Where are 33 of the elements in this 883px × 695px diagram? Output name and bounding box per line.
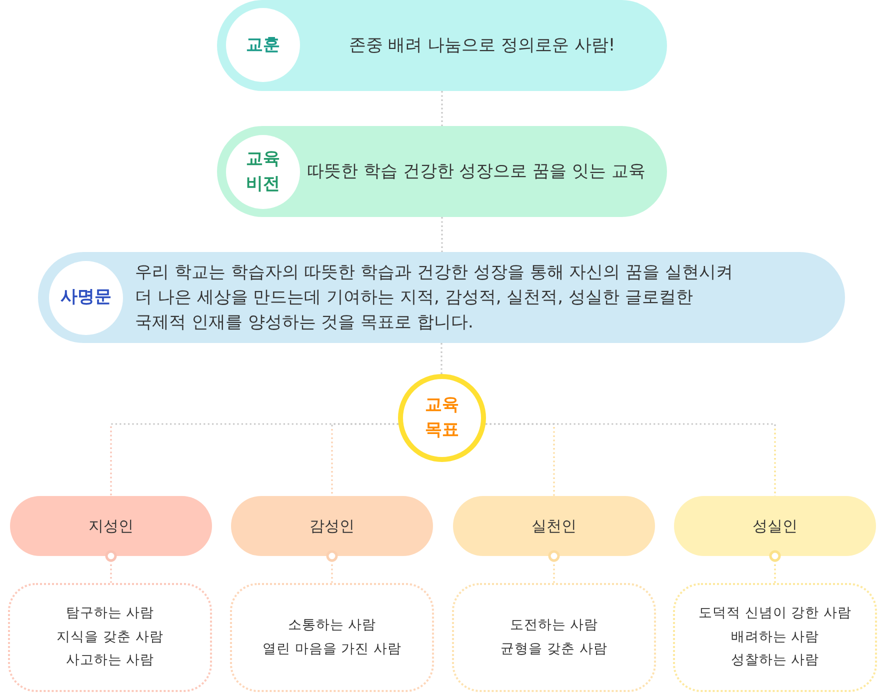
connector-line [331, 423, 398, 496]
heading-circle [226, 8, 300, 82]
trait-text: 성찰하는 사람 [730, 651, 820, 670]
heading-label: 교육 비전 [245, 148, 281, 196]
connector-line [441, 217, 443, 252]
trait-text: 탐구하는 사람 [66, 604, 154, 624]
category-label: 감성인 [310, 516, 354, 536]
trait-text: 균형을 갖춘 사람 [500, 640, 608, 658]
heading-label: 교훈 [246, 34, 280, 56]
connector-line [486, 423, 776, 496]
connector-line [769, 550, 781, 583]
category-label: 성실인 [752, 516, 798, 536]
connector-line [548, 550, 560, 583]
trait-text: 소통하는 사람 [288, 616, 376, 635]
trait-text: 열린 마음을 가진 사람 [262, 640, 402, 658]
goal-label: 교육 목표 [424, 394, 460, 442]
connector-line [441, 91, 443, 126]
connector-line [440, 343, 442, 374]
heading-label: 사명문 [60, 286, 112, 309]
category-label: 지성인 [88, 516, 134, 536]
trait-text: 도전하는 사람 [510, 616, 598, 635]
trait-text: 지식을 갖춘 사람 [56, 628, 164, 647]
connector-line [326, 550, 338, 583]
category-label: 실천인 [532, 516, 576, 536]
vision-text: 따뜻한 학습 건강한 성장으로 꿈을 잇는 교육 [307, 160, 646, 183]
mission-text: 우리 학교는 학습자의 따뜻한 학습과 건강한 성장을 통해 자신의 꿈을 실현시켜 더 나은 세상을 만드는데 기여하는 지적, 감성적, 실천적, 성실한 글로컬한 국제적 인재를 양성하는 것을 목표로 합니다. [135, 261, 734, 334]
heading-circle [49, 260, 123, 334]
trait-text: 배려하는 사람 [730, 628, 820, 647]
heading-circle [226, 134, 300, 208]
motto-text: 존중 배려 나눔으로 정의로운 사람! [348, 34, 616, 57]
trait-text: 도덕적 신념이 강한 사람 [698, 604, 852, 624]
connector-line [105, 550, 117, 583]
trait-text: 사고하는 사람 [66, 651, 154, 670]
